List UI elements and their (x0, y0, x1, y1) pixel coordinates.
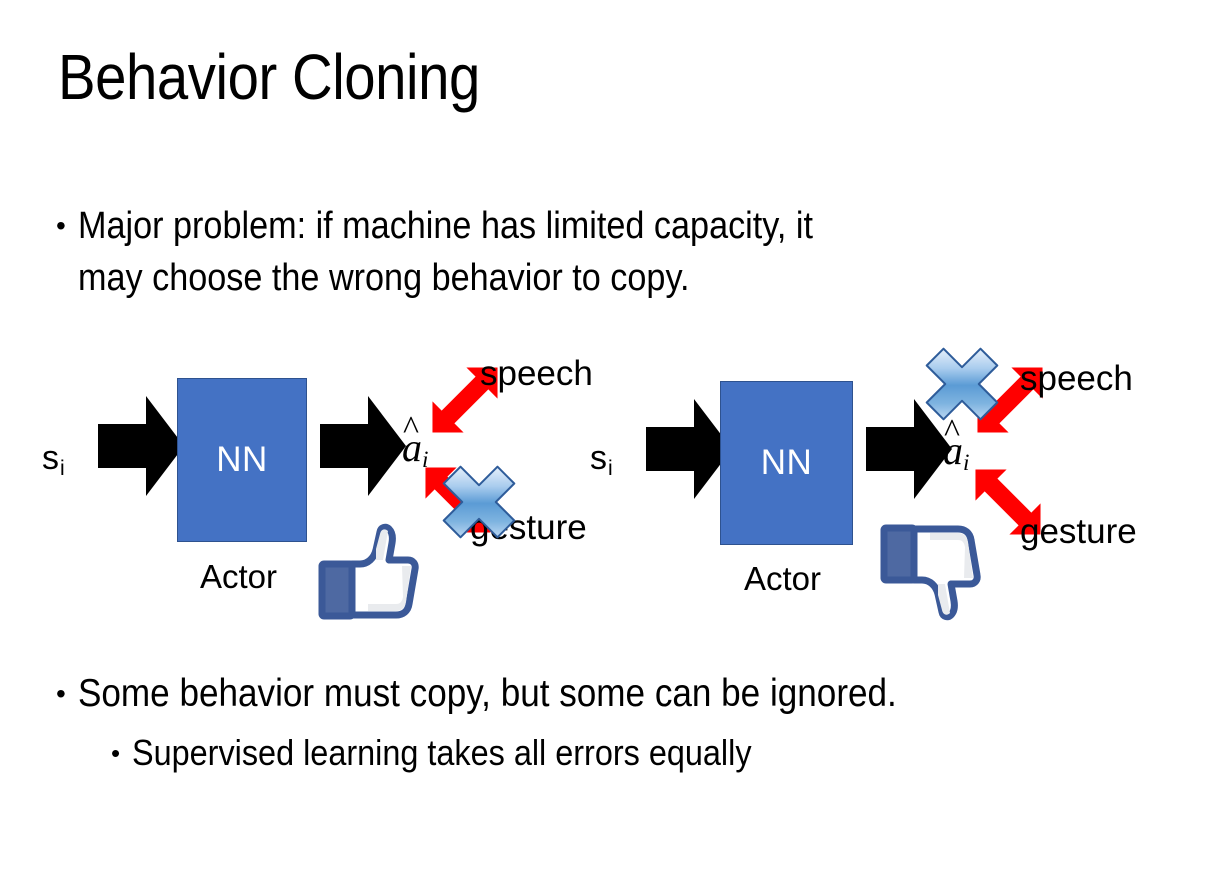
nn-box-label-right: NN (760, 443, 813, 482)
input-arrow-icon-right (646, 395, 732, 503)
input-arrow-icon-left (98, 392, 184, 500)
red-double-arrow-speech-right (960, 350, 1060, 450)
block-x-icon-left (437, 460, 521, 544)
thumbs-up-icon-left (316, 522, 420, 624)
bottom-bullet-row: • Some behavior must copy, but some can … (56, 668, 1176, 720)
top-bullet-block: • Major problem: if machine has limited … (56, 200, 1156, 304)
action-label-left: ^ai (402, 410, 429, 474)
bottom-sub-bullet-text: Supervised learning takes all errors equ… (132, 732, 752, 773)
thumbs-down-icon-right (878, 520, 982, 622)
state-label-right: si (590, 439, 613, 481)
block-x-icon-right (920, 342, 1004, 426)
output-label-speech-right: speech (1020, 359, 1133, 398)
output-arrow-icon-left (320, 392, 406, 500)
actor-caption-right: Actor (744, 560, 822, 597)
state-label-left: si (42, 439, 65, 481)
red-double-arrow-speech-left (415, 350, 515, 450)
top-bullet-text: Major problem: if machine has limited ca… (77, 205, 813, 299)
sub-bullet-marker-icon: • (111, 738, 121, 768)
bullet-marker-icon: • (56, 210, 66, 241)
diagram-right: si NN Actor ^ai (568, 340, 1188, 640)
actor-caption-left: Actor (200, 558, 278, 595)
nn-box-right: NN (720, 381, 853, 545)
slide-title: Behavior Cloning (58, 41, 480, 113)
bottom-sub-bullet-row: • Supervised learning takes all errors e… (56, 728, 1176, 778)
output-arrow-icon-right (866, 395, 952, 503)
diagram-left: si NN Actor ^ai (20, 340, 620, 640)
bullet-marker-icon: • (56, 678, 66, 709)
nn-box-label-left: NN (216, 440, 268, 479)
red-double-arrow-gesture-right (958, 452, 1058, 552)
output-label-gesture-right: gesture (1020, 512, 1137, 551)
bottom-bullet-text: Some behavior must copy, but some can be… (77, 672, 897, 715)
nn-box-left: NN (177, 378, 307, 542)
action-label-right: ^ai (943, 413, 970, 477)
bottom-bullet-block: • Some behavior must copy, but some can … (56, 668, 1176, 778)
hat-accent-icon: ^ (403, 410, 419, 447)
top-bullet-row: • Major problem: if machine has limited … (56, 200, 1156, 304)
output-label-speech-left: speech (480, 354, 593, 393)
hat-accent-icon: ^ (944, 413, 960, 450)
